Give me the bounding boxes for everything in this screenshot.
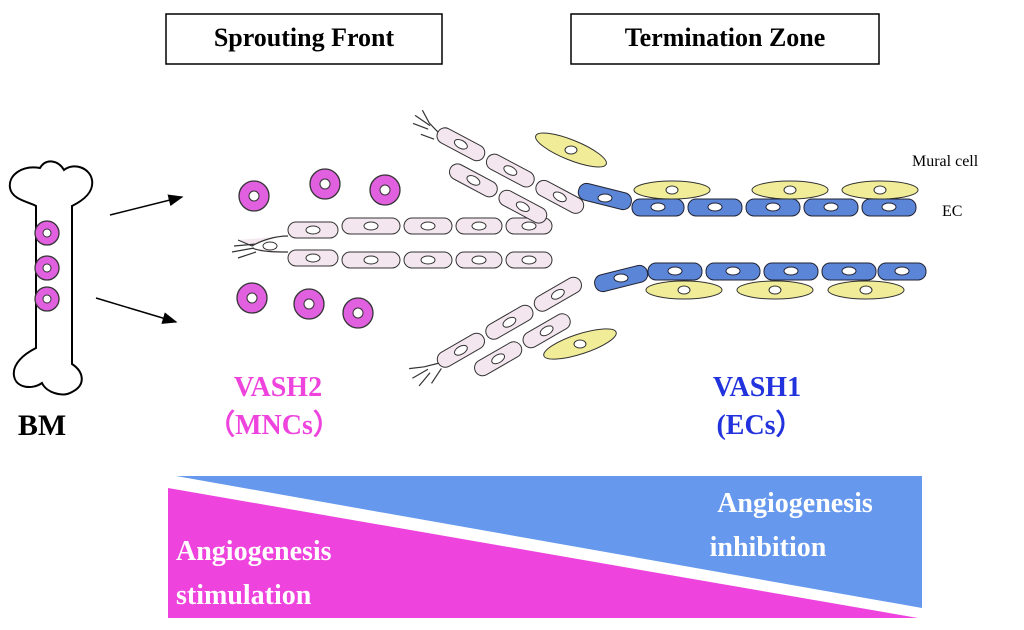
termination-zone-title: Termination Zone bbox=[625, 23, 826, 52]
sprout-cell bbox=[341, 217, 401, 235]
mural-cell bbox=[633, 180, 711, 200]
ec-cell bbox=[631, 198, 685, 217]
mnc-cell bbox=[369, 174, 401, 206]
arrow-upper bbox=[109, 194, 184, 216]
mnc-cells bbox=[236, 168, 401, 329]
inhibition-label-1: Angiogenesis bbox=[717, 488, 873, 519]
sprout-lower bbox=[409, 276, 582, 387]
sprout-cell bbox=[474, 341, 523, 377]
vash1-label: VASH1 bbox=[713, 372, 801, 403]
stimulation-wedge bbox=[168, 488, 918, 618]
ec-cell bbox=[861, 198, 917, 217]
sprout-cell bbox=[341, 251, 401, 269]
ec-cell bbox=[877, 262, 927, 281]
ecs-label: (ECs） bbox=[716, 408, 803, 441]
ec-cell bbox=[594, 264, 649, 293]
mnc-cell bbox=[238, 180, 270, 212]
mural-cells bbox=[535, 132, 919, 360]
mural-cell bbox=[645, 280, 723, 300]
mural-cell bbox=[736, 280, 814, 300]
ec-cell bbox=[687, 198, 743, 217]
mural-cell bbox=[543, 328, 617, 360]
vessel-upper bbox=[577, 182, 917, 217]
mural-cell bbox=[827, 280, 905, 300]
bone-cell bbox=[34, 220, 60, 246]
sprout-cell bbox=[485, 304, 534, 340]
sprout-cell bbox=[287, 221, 339, 239]
inhibition-label-2: inhibition bbox=[710, 532, 827, 563]
tip-cell-filopodia bbox=[231, 235, 289, 259]
ec-cell bbox=[763, 262, 819, 281]
ec-label: EC bbox=[942, 203, 962, 220]
mncs-label: （MNCs） bbox=[207, 408, 341, 441]
sprouting-front-box: Sprouting Front bbox=[165, 13, 443, 65]
sprout-cell bbox=[287, 249, 339, 267]
sprout-upper bbox=[412, 109, 585, 224]
tip-cell-filopodia bbox=[409, 362, 442, 387]
ec-cell bbox=[821, 262, 877, 281]
inhibition-wedge bbox=[176, 476, 922, 608]
mural-cell bbox=[841, 180, 919, 200]
bm-label: BM bbox=[18, 409, 66, 442]
vash2-label: VASH2 bbox=[234, 372, 322, 403]
arrow-lower bbox=[95, 297, 178, 324]
mural-cell-label: Mural cell bbox=[912, 153, 979, 170]
mnc-cell bbox=[342, 297, 374, 329]
sprout-cell bbox=[455, 217, 503, 235]
mnc-cell bbox=[309, 168, 341, 200]
stimulation-label-2: stimulation bbox=[176, 580, 312, 611]
mural-cell bbox=[751, 180, 829, 200]
sprout-cell bbox=[535, 179, 585, 214]
ec-cell bbox=[803, 198, 859, 217]
bone-cell bbox=[34, 286, 60, 312]
mnc-cell bbox=[293, 288, 325, 320]
gradient-band bbox=[167, 476, 923, 618]
sprout-cell bbox=[485, 153, 535, 188]
ec-cell bbox=[647, 262, 703, 281]
sprout-cell bbox=[498, 189, 548, 224]
sprout-cell bbox=[455, 251, 503, 269]
bone-cell bbox=[34, 255, 60, 281]
sprout-cell bbox=[533, 276, 582, 312]
termination-zone-box: Termination Zone bbox=[570, 13, 880, 65]
bone-marrow-icon bbox=[8, 160, 94, 396]
sprout-middle bbox=[231, 217, 553, 269]
ec-cell bbox=[745, 198, 801, 217]
sprout-cell bbox=[522, 313, 571, 349]
vessel-lower bbox=[594, 262, 927, 293]
stimulation-label-1: Angiogenesis bbox=[176, 536, 332, 567]
ec-cell bbox=[577, 182, 632, 211]
sprouting-front-title: Sprouting Front bbox=[214, 23, 395, 52]
mural-cell bbox=[535, 132, 607, 168]
ec-cell bbox=[705, 262, 761, 281]
sprout-cell bbox=[449, 163, 498, 198]
sprout-cell bbox=[403, 217, 453, 235]
sprout-cell bbox=[505, 251, 553, 269]
sprout-cell bbox=[403, 251, 453, 269]
tip-cell-filopodia bbox=[412, 109, 439, 140]
mnc-cell bbox=[236, 282, 268, 314]
sprout-cell bbox=[436, 127, 486, 162]
